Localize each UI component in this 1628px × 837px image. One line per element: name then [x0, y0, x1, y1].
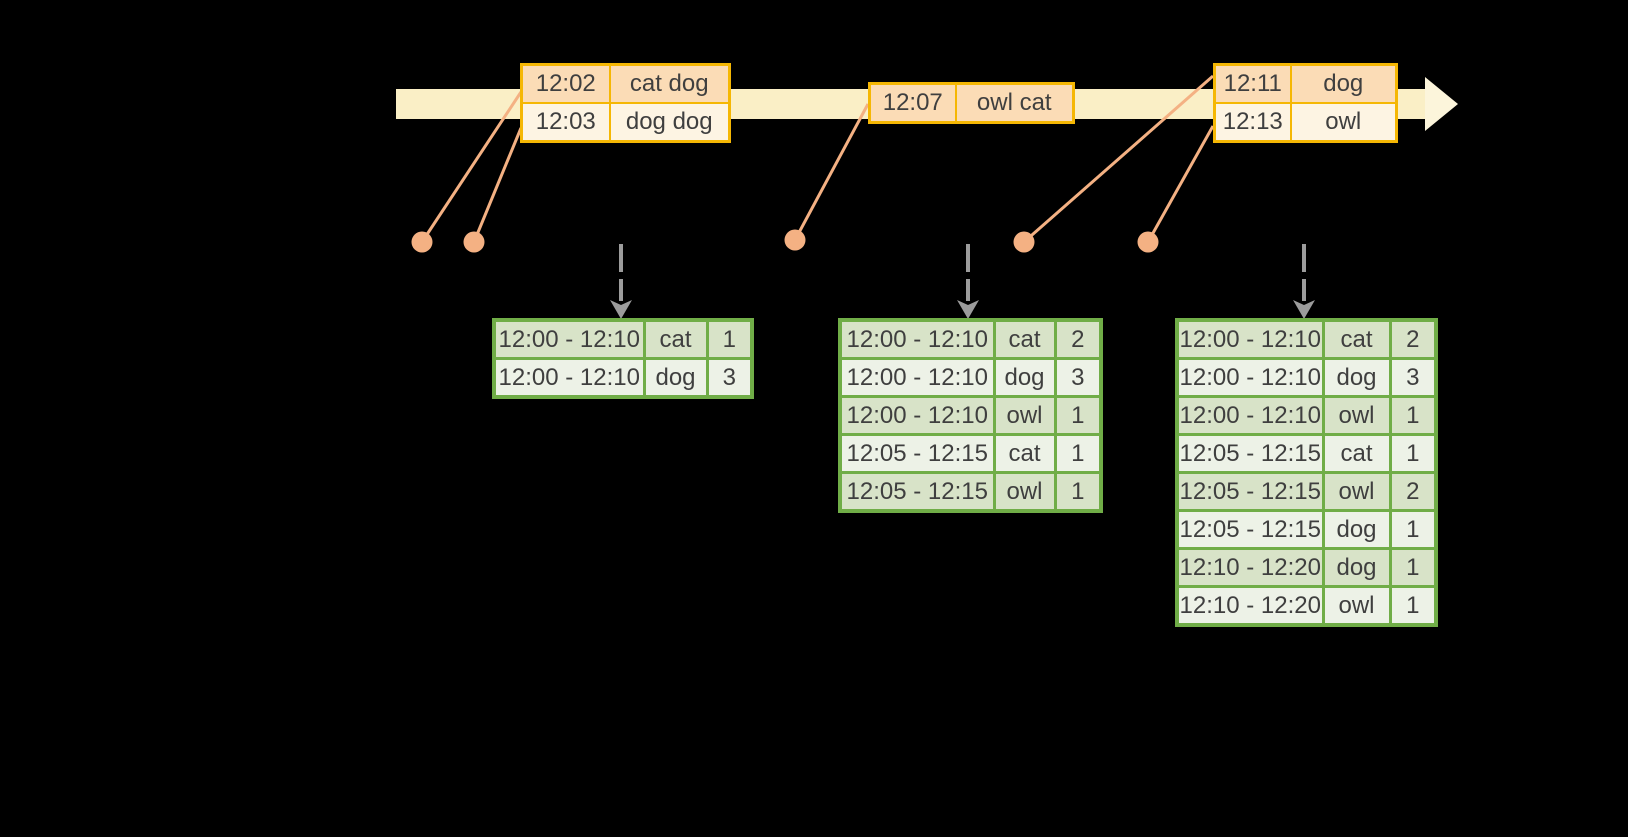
- word-cell: owl: [1321, 395, 1392, 436]
- trigger-arrow-icon: [1293, 244, 1315, 319]
- count-cell: 3: [1388, 357, 1438, 398]
- event-words-cell: owl: [1289, 102, 1398, 143]
- event-words-cell: dog: [1289, 63, 1398, 104]
- connector-line: [472, 127, 523, 243]
- window-cell: 12:05 - 12:15: [1175, 509, 1325, 550]
- count-cell: 1: [705, 318, 754, 360]
- event-time-cell: 12:07: [868, 82, 957, 124]
- window-cell: 12:00 - 12:10: [1175, 357, 1325, 398]
- window-cell: 12:00 - 12:10: [838, 395, 996, 436]
- word-cell: cat: [1321, 318, 1392, 360]
- window-cell: 12:10 - 12:20: [1175, 585, 1325, 627]
- event-time-cell: 12:13: [1213, 102, 1292, 143]
- event-dot-icon: [1137, 231, 1159, 253]
- count-cell: 1: [1388, 547, 1438, 588]
- count-cell: 1: [1053, 395, 1103, 436]
- window-cell: 12:10 - 12:20: [1175, 547, 1325, 588]
- event-words-cell: dog dog: [608, 102, 731, 143]
- word-cell: dog: [642, 357, 709, 399]
- timeline-arrowhead-icon: [1425, 77, 1458, 131]
- count-cell: 1: [1388, 433, 1438, 474]
- window-cell: 12:00 - 12:10: [838, 357, 996, 398]
- count-cell: 3: [705, 357, 754, 399]
- event-words-cell: cat dog: [608, 63, 731, 104]
- window-cell: 12:00 - 12:10: [492, 318, 646, 360]
- window-cell: 12:00 - 12:10: [492, 357, 646, 399]
- count-cell: 1: [1388, 395, 1438, 436]
- event-dot-icon: [1013, 231, 1035, 253]
- event-dot-icon: [784, 229, 806, 251]
- event-dot-icon: [411, 231, 433, 253]
- count-cell: 2: [1388, 471, 1438, 512]
- window-cell: 12:05 - 12:15: [838, 471, 996, 513]
- word-cell: cat: [992, 318, 1057, 360]
- count-cell: 1: [1053, 471, 1103, 513]
- word-cell: cat: [642, 318, 709, 360]
- word-cell: owl: [1321, 585, 1392, 627]
- window-cell: 12:00 - 12:10: [1175, 395, 1325, 436]
- word-cell: dog: [992, 357, 1057, 398]
- word-cell: cat: [1321, 433, 1392, 474]
- event-time-cell: 12:11: [1213, 63, 1292, 104]
- word-cell: dog: [1321, 509, 1392, 550]
- count-cell: 1: [1053, 433, 1103, 474]
- window-cell: 12:00 - 12:10: [838, 318, 996, 360]
- window-cell: 12:05 - 12:15: [1175, 471, 1325, 512]
- word-cell: owl: [992, 395, 1057, 436]
- word-cell: owl: [992, 471, 1057, 513]
- event-time-cell: 12:02: [520, 63, 611, 104]
- word-cell: dog: [1321, 357, 1392, 398]
- count-cell: 3: [1053, 357, 1103, 398]
- connector-line: [420, 91, 523, 243]
- count-cell: 1: [1388, 585, 1438, 627]
- count-cell: 1: [1388, 509, 1438, 550]
- count-cell: 2: [1388, 318, 1438, 360]
- word-cell: cat: [992, 433, 1057, 474]
- trigger-arrow-icon: [957, 244, 979, 319]
- connector-line: [1023, 74, 1214, 244]
- connector-line: [1146, 125, 1215, 243]
- word-cell: dog: [1321, 547, 1392, 588]
- word-cell: owl: [1321, 471, 1392, 512]
- connector-line: [793, 103, 870, 241]
- window-cell: 12:05 - 12:15: [838, 433, 996, 474]
- window-cell: 12:00 - 12:10: [1175, 318, 1325, 360]
- event-words-cell: owl cat: [954, 82, 1075, 124]
- event-dot-icon: [463, 231, 485, 253]
- event-time-cell: 12:03: [520, 102, 611, 143]
- trigger-arrow-icon: [610, 244, 632, 319]
- count-cell: 2: [1053, 318, 1103, 360]
- window-cell: 12:05 - 12:15: [1175, 433, 1325, 474]
